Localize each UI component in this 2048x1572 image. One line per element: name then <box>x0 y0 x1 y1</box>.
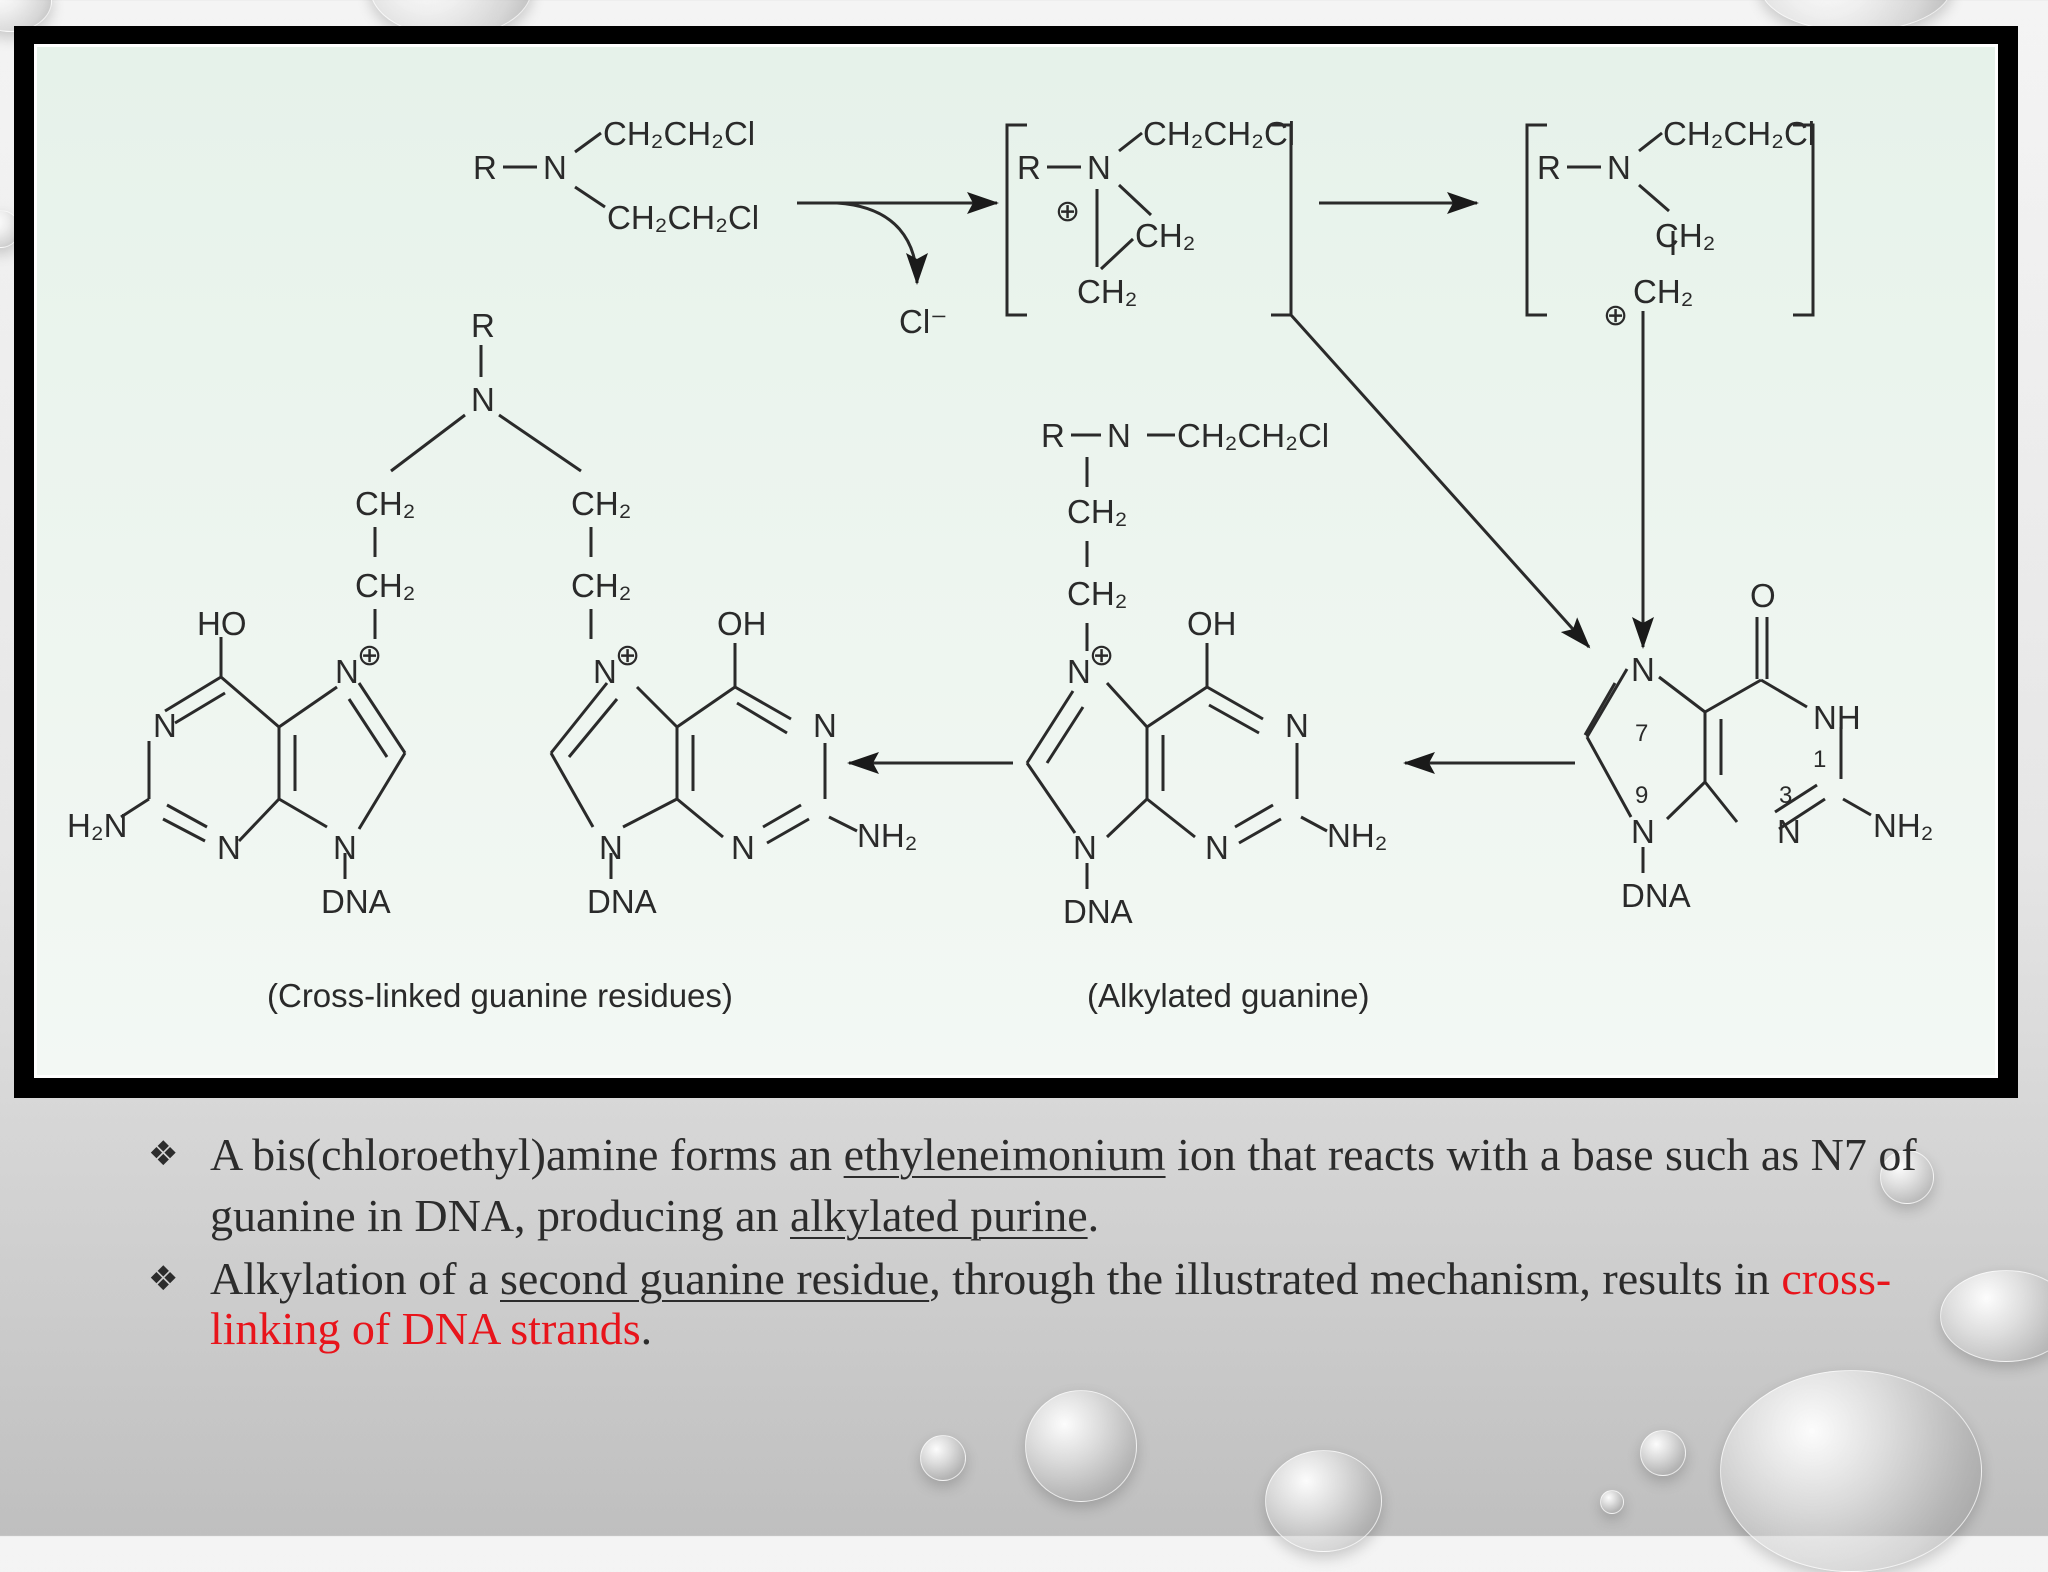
left-guanine-ho-label: HO <box>197 605 247 642</box>
reagent-arm-top: CH₂CH₂Cl <box>603 115 755 152</box>
term-ethyleneimonium: ethyleneimonium <box>843 1129 1166 1180</box>
crosslinked-right-ch2-a: CH₂ <box>571 485 631 522</box>
aziridinium-n-label: N <box>1087 149 1111 186</box>
carbocation-charge: ⊕ <box>1603 299 1628 332</box>
term-second-guanine-residue: second guanine residue <box>500 1253 930 1304</box>
mechanism-diagram: R N CH₂CH₂Cl CH₂CH₂Cl Cl⁻ R N CH₂CH₂Cl ⊕… <box>67 115 1933 1014</box>
guanine-n3-number: 3 <box>1779 782 1792 809</box>
aziridinium-ch2-b: CH₂ <box>1077 273 1137 310</box>
bullet-diamond-icon: ❖ <box>148 1134 179 1174</box>
guanine-dna-label: DNA <box>1621 877 1691 914</box>
alkylated-n-label: N <box>1107 417 1131 454</box>
right-guanine-dna-label: DNA <box>587 883 657 920</box>
crosslinked-caption: (Cross-linked guanine residues) <box>267 977 733 1014</box>
guanine-n1-number: 1 <box>1813 746 1826 773</box>
bullet-text: A bis(chloroethyl)amine forms an <box>210 1129 844 1180</box>
crosslinked-left-ch2-a: CH₂ <box>355 485 415 522</box>
right-guanine-oh-label: OH <box>717 605 767 642</box>
bubble-decoration <box>1265 1450 1382 1552</box>
guanine-n7-label: N <box>1631 651 1655 688</box>
bullet-list: ❖ A bis(chloroethyl)amine forms an ethyl… <box>148 1124 1968 1354</box>
bubble-decoration <box>1940 1270 2048 1362</box>
bullet-text: ion that reacts with a base such as N7 o… <box>210 1129 1917 1241</box>
alkylated-n7-label: N <box>1067 653 1091 690</box>
alkylated-charge: ⊕ <box>1089 639 1114 672</box>
crosslinked-left-ch2-b: CH₂ <box>355 567 415 604</box>
reagent-r-label: R <box>473 149 497 186</box>
left-guanine-n3-label: N <box>217 829 241 866</box>
bubble-decoration <box>920 1435 966 1481</box>
alkylated-ch2-b: CH₂ <box>1067 575 1127 612</box>
alkylated-oh-label: OH <box>1187 605 1237 642</box>
alkylated-n9-label: N <box>1073 829 1097 866</box>
left-guanine-charge: ⊕ <box>357 639 382 672</box>
carbocation-n-label: N <box>1607 149 1631 186</box>
carbocation-r-label: R <box>1537 149 1561 186</box>
bullet-diamond-icon: ❖ <box>148 1259 179 1299</box>
alkylated-n1-label: N <box>1285 707 1309 744</box>
aziridinium-r-label: R <box>1017 149 1041 186</box>
reagent-n-label: N <box>543 149 567 186</box>
guanine-nh-label: NH <box>1813 699 1861 736</box>
aziridinium-arm-top: CH₂CH₂Cl <box>1143 115 1295 152</box>
bullet-text: , through the illustrated mechanism, res… <box>929 1253 1782 1304</box>
bubble-decoration <box>1600 1490 1624 1514</box>
bullet-item: ❖ A bis(chloroethyl)amine forms an ethyl… <box>148 1124 1968 1246</box>
left-guanine-h2n-label: H₂N <box>67 807 127 844</box>
aziridinium-ch2-a: CH₂ <box>1135 217 1195 254</box>
bubble-decoration <box>1025 1390 1137 1502</box>
bubble-decoration <box>1720 1370 1982 1572</box>
right-guanine-n1-label: N <box>813 707 837 744</box>
right-guanine-nh2-label: NH₂ <box>857 817 917 854</box>
alkylated-nh2-label: NH₂ <box>1327 817 1387 854</box>
left-guanine-n1-label: N <box>153 707 177 744</box>
bullet-text: Alkylation of a <box>210 1253 500 1304</box>
alkylated-n3-label: N <box>1205 829 1229 866</box>
crosslinked-n-label: N <box>471 381 495 418</box>
carbocation-ch2-a: CH₂ <box>1655 217 1715 254</box>
left-guanine-n7-label: N <box>335 653 359 690</box>
term-alkylated-purine: alkylated purine <box>790 1190 1088 1241</box>
bullet-text: . <box>1087 1190 1100 1241</box>
alkylated-ch2-a: CH₂ <box>1067 493 1127 530</box>
bullet-text: . <box>640 1303 653 1354</box>
carbocation-ch2-b: CH₂ <box>1633 273 1693 310</box>
aziridinium-charge: ⊕ <box>1055 195 1080 228</box>
right-guanine-n7-label: N <box>593 653 617 690</box>
diagram-frame: R N CH₂CH₂Cl CH₂CH₂Cl Cl⁻ R N CH₂CH₂Cl ⊕… <box>14 26 2018 1098</box>
reagent-arm-bottom: CH₂CH₂Cl <box>607 199 759 236</box>
alkylated-arm: CH₂CH₂Cl <box>1177 417 1329 454</box>
left-guanine-dna-label: DNA <box>321 883 391 920</box>
alkylated-r-label: R <box>1041 417 1065 454</box>
carbocation-arm-top: CH₂CH₂Cl <box>1663 115 1815 152</box>
right-guanine-charge: ⊕ <box>615 639 640 672</box>
guanine-n7-number: 7 <box>1635 720 1648 747</box>
chloride-ion-label: Cl⁻ <box>899 303 948 340</box>
guanine-nh2-label: NH₂ <box>1873 807 1933 844</box>
diagram-panel: R N CH₂CH₂Cl CH₂CH₂Cl Cl⁻ R N CH₂CH₂Cl ⊕… <box>34 44 1998 1078</box>
guanine-n9-label: N <box>1631 813 1655 850</box>
left-guanine-n9-label: N <box>333 829 357 866</box>
right-guanine-n3-label: N <box>731 829 755 866</box>
guanine-o-label: O <box>1750 577 1776 614</box>
guanine-n9-number: 9 <box>1635 782 1648 809</box>
bubble-decoration <box>1880 1150 1934 1204</box>
alkylated-dna-label: DNA <box>1063 893 1133 930</box>
crosslinked-right-ch2-b: CH₂ <box>571 567 631 604</box>
bullet-item: ❖ Alkylation of a second guanine residue… <box>148 1254 1968 1354</box>
crosslinked-r-label: R <box>471 307 495 344</box>
guanine-n3-label: N <box>1777 813 1801 850</box>
alkylated-caption: (Alkylated guanine) <box>1087 977 1370 1014</box>
right-guanine-n9-label: N <box>599 829 623 866</box>
highlight-cross-linking: cross-linking of DNA strands <box>210 1253 1892 1354</box>
bubble-decoration <box>1640 1430 1686 1476</box>
